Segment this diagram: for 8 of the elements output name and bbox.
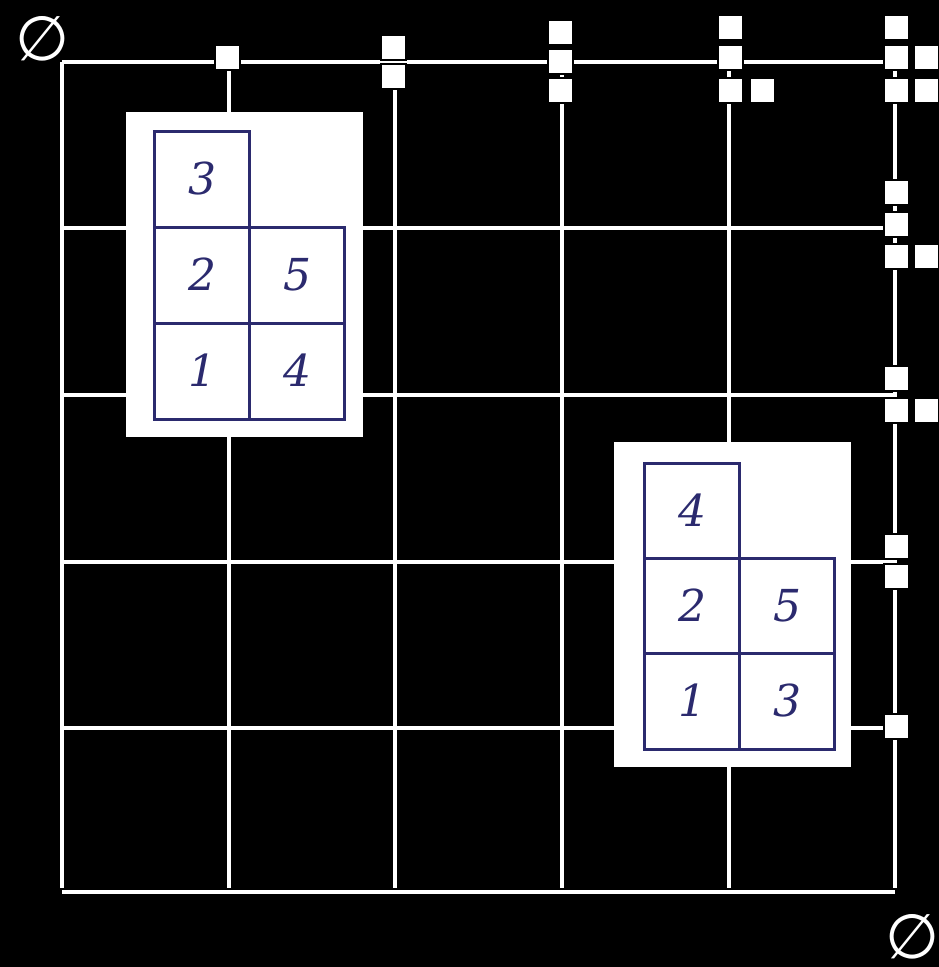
tableau-cell: 1	[643, 652, 741, 751]
empty-set-symbol: ∅	[884, 906, 939, 967]
tableau-cell: 3	[153, 130, 251, 229]
empty-set-symbol: ∅	[14, 8, 70, 70]
tableau-cell: 3	[738, 652, 836, 751]
tableau-cell: 5	[248, 226, 346, 325]
tableau-cell: 4	[248, 322, 346, 421]
tableau-cell: 1	[153, 322, 251, 421]
